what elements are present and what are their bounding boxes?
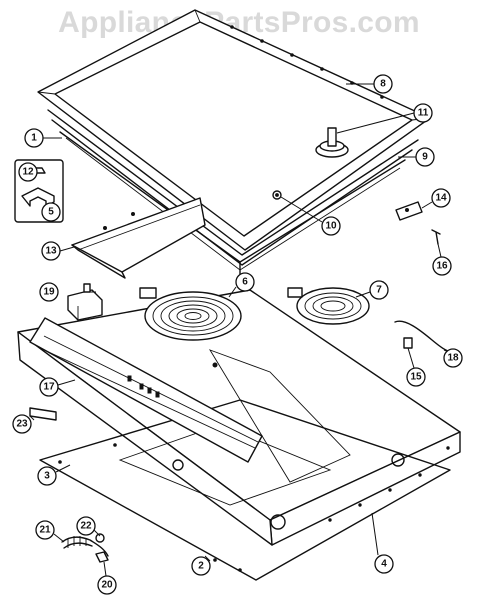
svg-text:4: 4	[381, 559, 387, 570]
control-channel[interactable]	[29, 317, 263, 463]
callout-8: 8	[373, 74, 393, 94]
callout-22: 22	[76, 516, 96, 536]
screw[interactable]	[431, 229, 441, 245]
svg-text:6: 6	[242, 277, 248, 288]
callout-3: 3	[37, 466, 57, 486]
svg-text:9: 9	[422, 152, 428, 163]
callout-20: 20	[97, 575, 117, 595]
small-surface-element[interactable]	[287, 287, 370, 325]
hardware-kit-box[interactable]	[14, 159, 64, 223]
callout-14: 14	[431, 188, 451, 208]
callout-19: 19	[39, 282, 59, 302]
svg-text:12: 12	[22, 167, 34, 178]
svg-text:1: 1	[31, 133, 37, 144]
leader-lines	[29, 83, 450, 577]
callout-6: 6	[235, 272, 255, 292]
svg-text:23: 23	[16, 419, 28, 430]
callout-2: 2	[191, 556, 211, 576]
callout-21: 21	[35, 520, 55, 540]
callout-4: 4	[374, 554, 394, 574]
callout-7: 7	[369, 280, 389, 300]
svg-text:13: 13	[45, 246, 57, 257]
svg-text:18: 18	[447, 353, 459, 364]
callout-5: 5	[41, 202, 61, 222]
glass-cooktop[interactable]	[47, 109, 419, 266]
svg-text:16: 16	[436, 261, 448, 272]
svg-text:14: 14	[435, 193, 447, 204]
svg-text:3: 3	[44, 471, 50, 482]
cover-plate[interactable]	[29, 407, 57, 421]
svg-text:17: 17	[43, 382, 55, 393]
callout-11: 11	[413, 103, 433, 123]
callout-16: 16	[432, 256, 452, 276]
callout-17: 17	[39, 377, 59, 397]
power-cord-assembly[interactable]	[61, 533, 109, 563]
svg-text:11: 11	[418, 108, 429, 119]
svg-text:10: 10	[325, 221, 337, 232]
callout-12: 12	[18, 162, 38, 182]
terminal-block[interactable]	[395, 201, 423, 221]
cooktop-chassis[interactable]	[17, 289, 461, 546]
callout-9: 9	[415, 147, 435, 167]
large-surface-element[interactable]	[139, 287, 242, 341]
svg-text:22: 22	[80, 521, 92, 532]
callout-23: 23	[12, 414, 32, 434]
callout-18: 18	[443, 348, 463, 368]
support-bracket[interactable]	[71, 197, 206, 279]
cooktop-frame[interactable]	[37, 9, 431, 251]
svg-text:8: 8	[380, 79, 386, 90]
infinite-switch[interactable]	[67, 283, 103, 321]
callout-10: 10	[321, 216, 341, 236]
control-knob[interactable]	[315, 127, 349, 158]
wire-harness[interactable]	[394, 320, 451, 353]
svg-text:21: 21	[39, 525, 51, 536]
svg-text:7: 7	[376, 285, 382, 296]
svg-text:19: 19	[43, 287, 55, 298]
svg-text:15: 15	[410, 372, 422, 383]
svg-text:20: 20	[101, 580, 113, 591]
callout-1: 1	[24, 128, 44, 148]
callout-13: 13	[41, 241, 61, 261]
mounting-clip[interactable]	[272, 190, 282, 200]
lower-frame-gasket[interactable]	[59, 131, 406, 277]
svg-text:2: 2	[198, 561, 204, 572]
svg-text:5: 5	[48, 207, 54, 218]
callout-15: 15	[406, 367, 426, 387]
